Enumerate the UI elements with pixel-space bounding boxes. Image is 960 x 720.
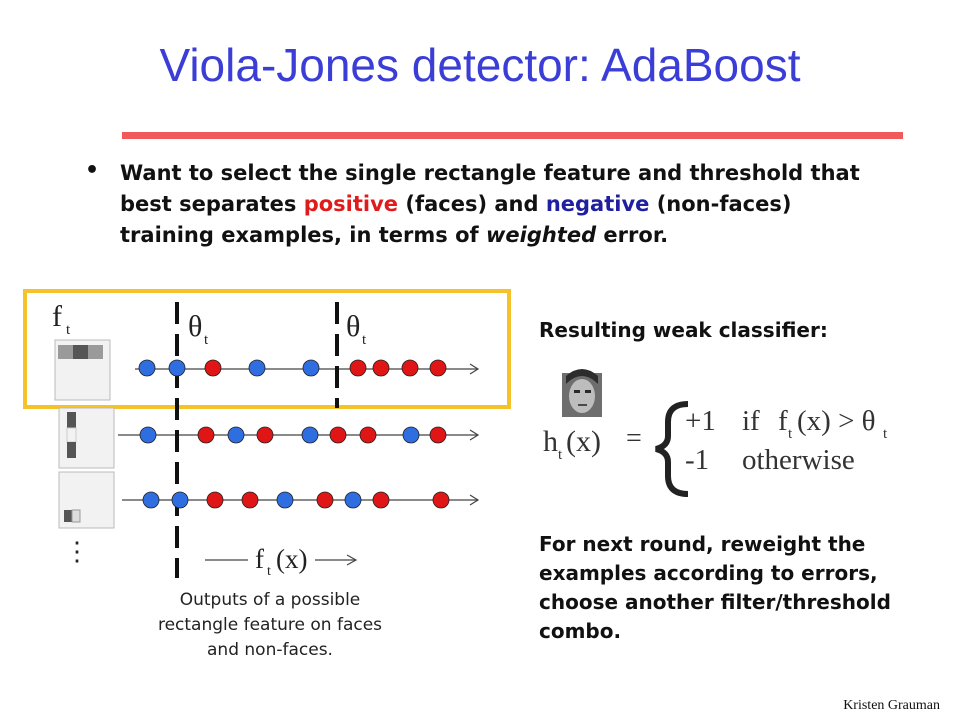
negative-example-dot xyxy=(171,491,189,509)
negative-example-dot xyxy=(139,426,157,444)
example-dots xyxy=(138,359,450,509)
arrowhead xyxy=(469,429,480,441)
negative-example-dot xyxy=(302,359,320,377)
face-thumbnail xyxy=(562,369,602,417)
theta-label-1: θ xyxy=(188,310,202,343)
bullet-text-part: error. xyxy=(596,223,669,247)
negative-example-dot xyxy=(142,491,160,509)
arrowhead xyxy=(469,494,480,506)
theta-label-2: θ xyxy=(346,310,360,343)
positive-example-dot xyxy=(359,426,377,444)
case1-theta-sub: t xyxy=(883,426,888,442)
positive-example-dot xyxy=(401,359,419,377)
negative-example-dot xyxy=(344,491,362,509)
bullet-text: Want to select the single rectangle feat… xyxy=(120,158,860,251)
bullet-marker: • xyxy=(85,158,100,183)
negative-example-dot xyxy=(402,426,420,444)
weak-classifier-heading: Resulting weak classifier: xyxy=(539,318,828,342)
positive-example-dot xyxy=(372,359,390,377)
classifier-equals: = xyxy=(626,423,642,454)
positive-example-dot xyxy=(372,491,390,509)
axis-label-sub: t xyxy=(267,564,271,579)
next-round-text: For next round, reweight the examples ac… xyxy=(539,532,891,643)
positive-word: positive xyxy=(303,192,399,216)
axis-label-arrowhead xyxy=(346,554,358,566)
negative-example-dot xyxy=(227,426,245,444)
positive-example-dot xyxy=(432,491,450,509)
positive-example-dot xyxy=(241,491,259,509)
case1-value: +1 xyxy=(685,405,716,437)
case1-f-sub: t xyxy=(788,426,793,442)
feature-thumbnail-2 xyxy=(58,407,115,469)
case1-f: f xyxy=(778,405,788,437)
theta-sub-1: t xyxy=(204,332,209,348)
negative-example-dot xyxy=(248,359,266,377)
bullet-text-part: (non-faces) training examples, in terms … xyxy=(120,192,792,247)
case1-if: if xyxy=(742,405,760,437)
case2-text: otherwise xyxy=(742,444,855,476)
positive-example-dot xyxy=(316,491,334,509)
author-credit: Kristen Grauman xyxy=(843,698,940,713)
feature-thumbnail-3 xyxy=(58,471,115,529)
case2-value: -1 xyxy=(685,444,709,476)
slide-title: Viola-Jones detector: AdaBoost xyxy=(159,39,801,91)
bullet-text-part: Want to select the single rectangle feat… xyxy=(120,161,860,216)
negative-example-dot xyxy=(276,491,294,509)
classifier-lhs: h xyxy=(543,425,558,458)
brace xyxy=(655,401,689,497)
classifier-lhs-arg: (x) xyxy=(566,425,601,458)
feature-label: f xyxy=(52,300,62,333)
positive-example-dot xyxy=(349,359,367,377)
positive-example-dot xyxy=(256,426,274,444)
classifier-lhs-sub: t xyxy=(558,447,563,463)
highlight-box xyxy=(23,289,511,409)
axis-label: f xyxy=(255,544,264,574)
negative-example-dot xyxy=(301,426,319,444)
positive-example-dot xyxy=(204,359,222,377)
feature-thumbnail-1 xyxy=(54,339,111,401)
positive-example-dot xyxy=(197,426,215,444)
theta-sub-2: t xyxy=(362,332,367,348)
positive-example-dot xyxy=(429,426,447,444)
axis-label-arg: (x) xyxy=(276,544,307,574)
arrowhead xyxy=(469,363,480,375)
case1-condition: (x) > θ xyxy=(797,405,876,437)
figure-caption: Outputs of a possible rectangle feature … xyxy=(157,590,383,660)
weighted-word: weighted xyxy=(485,223,597,247)
feature-label-sub: t xyxy=(66,322,71,338)
negative-word: negative xyxy=(545,192,650,216)
title-underline xyxy=(122,132,903,139)
negative-example-dot xyxy=(168,359,186,377)
more-features-ellipsis: ⋮ xyxy=(64,537,90,566)
bullet-text-part: (faces) and xyxy=(398,192,546,216)
positive-example-dot xyxy=(429,359,447,377)
negative-example-dot xyxy=(138,359,156,377)
positive-example-dot xyxy=(206,491,224,509)
positive-example-dot xyxy=(329,426,347,444)
